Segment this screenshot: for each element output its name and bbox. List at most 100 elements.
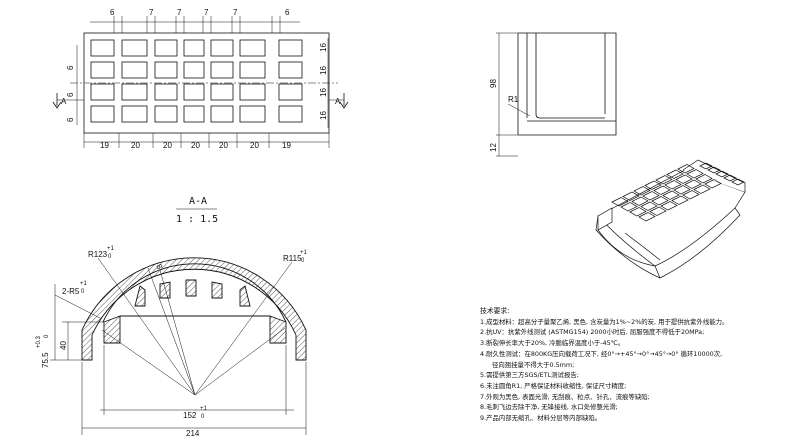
- section-view: [50, 257, 307, 435]
- grid-cell: [278, 39, 303, 57]
- side-base-dim: 12: [489, 143, 498, 152]
- section-mark-left: A: [61, 97, 67, 106]
- row-dim-right-4: 16: [319, 111, 328, 120]
- iso-cell: [653, 185, 671, 195]
- iso-cell: [693, 184, 711, 194]
- height-75-tol-lower: 0: [44, 334, 50, 338]
- section-mark-right: A: [335, 97, 341, 106]
- note-item-10: 9.产品内部无缩孔、材料分层等内部缺陷。: [480, 414, 602, 423]
- iso-cell: [629, 207, 647, 217]
- grid-cell: [183, 61, 205, 79]
- col-dim-3: 7: [177, 8, 182, 17]
- iso-cell: [651, 196, 669, 206]
- note-item-1: 1.成型材料：超高分子量聚乙烯, 黑色, 含炭量为1%~2%的炭, 用于提供抗紫…: [480, 317, 729, 326]
- note-item-7: 6.未注圆角R1, 严格保证材料收缩性, 保证尺寸精度;: [480, 381, 627, 390]
- top-view: [52, 16, 349, 148]
- grid-cell: [239, 61, 266, 79]
- iso-cell: [686, 169, 704, 179]
- corner-tol-upper: +1: [80, 281, 88, 287]
- grid-cell: [121, 83, 148, 101]
- grid-cell: [121, 39, 148, 57]
- grid-cell: [210, 83, 234, 101]
- iso-wall-cell: [699, 162, 713, 170]
- radius-right-tol-lower: 0: [301, 258, 305, 264]
- row-dim-left-3: 6: [66, 117, 75, 122]
- iso-cell: [644, 180, 662, 190]
- row-dim-right-1: 16: [319, 43, 328, 52]
- grid-cell: [154, 105, 178, 123]
- grid-cell: [239, 39, 266, 57]
- isometric-view: [595, 159, 746, 279]
- grid-cell: [210, 105, 234, 123]
- iso-cell: [642, 191, 660, 201]
- section-scale: 1 : 1.5: [176, 214, 218, 225]
- iso-cell: [660, 201, 678, 211]
- height-40-label: 40: [59, 341, 68, 350]
- grid-cell: [278, 61, 303, 79]
- iso-cell: [640, 201, 658, 211]
- row-dim-right-3: 16: [319, 88, 328, 97]
- note-item-2: 2.抗UV：抗紫外线测试 (ASTMG154) 2000小时后, 屈服强度不得低…: [480, 328, 705, 337]
- col-dim-1: 6: [110, 8, 115, 17]
- bottom-dim-1: 19: [100, 141, 109, 150]
- iso-cell: [633, 186, 651, 196]
- width-214-label: 214: [186, 429, 200, 438]
- iso-cell: [664, 180, 682, 190]
- bottom-dim-5: 20: [219, 141, 228, 150]
- notes-title: 技术要求:: [480, 307, 510, 315]
- note-item-5: 径向翘挂量不得大于0.5mm;: [492, 360, 575, 369]
- grid-cell: [239, 83, 266, 101]
- iso-cell: [673, 185, 691, 195]
- width-152-tol-lower: 0: [201, 414, 205, 420]
- iso-wall-cell: [707, 166, 721, 174]
- iso-cell: [620, 202, 638, 212]
- technical-requirements: 技术要求: 1.成型材料：超高分子量聚乙烯, 黑色, 含炭量为1%~2%的炭, …: [480, 306, 780, 424]
- col-dim-4: 7: [204, 8, 209, 17]
- grid-cell: [278, 83, 303, 101]
- grid-cell: [154, 39, 178, 57]
- row-dim-left-2: 6: [66, 92, 75, 97]
- radius-left-tol-upper: +1: [107, 246, 115, 252]
- iso-cell: [655, 175, 673, 185]
- note-item-4: 4.耐久性测试：在800KG压向载荷工况下, 经0°→+45°→0°→45°→0…: [480, 349, 723, 358]
- radius-left-label: R123: [88, 250, 108, 259]
- grid-cell: [90, 39, 115, 57]
- note-item-3: 3.断裂伸长率大于20%, 冷脆临界温度小于-45℃。: [480, 339, 625, 348]
- grid-cell: [183, 105, 205, 123]
- iso-cell: [682, 190, 700, 200]
- grid-cell: [90, 61, 115, 79]
- row-dim-left-1: 6: [66, 65, 75, 70]
- grid-cell: [183, 39, 205, 57]
- grid-cell: [278, 105, 303, 123]
- note-item-8: 7.外观为黑色, 表面光滑, 无刮痕、粒点、针孔、流痕等缺陷;: [480, 392, 650, 401]
- grid-cell: [183, 83, 205, 101]
- iso-cell: [671, 195, 689, 205]
- corner-tol-lower: 0: [81, 289, 85, 295]
- iso-cell: [666, 169, 684, 179]
- iso-cell: [611, 197, 629, 207]
- iso-cell: [638, 212, 656, 222]
- iso-cell: [622, 191, 640, 201]
- iso-cell: [662, 190, 680, 200]
- grid-cell: [90, 83, 115, 101]
- bottom-dim-4: 20: [191, 141, 200, 150]
- grid-cell: [239, 105, 266, 123]
- grid-cell: [121, 105, 148, 123]
- note-item-9: 8.毛刺飞边去除干净, 无锋接线, 水口处修整光滑;: [480, 403, 618, 412]
- iso-wall-cell: [715, 170, 729, 178]
- corner-radius-label: 2-R5: [62, 287, 80, 296]
- side-radius-label: R1: [508, 95, 519, 104]
- side-view: [496, 32, 617, 157]
- width-152-tol-upper: +1: [200, 406, 208, 412]
- grid-cell: [210, 61, 234, 79]
- bottom-dim-2: 20: [131, 141, 140, 150]
- iso-cell: [677, 164, 695, 174]
- grid-cell: [154, 61, 178, 79]
- iso-wall-cell: [731, 178, 745, 186]
- height-75-tol-upper: +0.3: [36, 335, 42, 348]
- grid-cell: [210, 39, 234, 57]
- note-item-6: 5.需提供第三方SGS/ETL测试报告;: [480, 371, 579, 380]
- section-title: A-A: [189, 196, 207, 207]
- side-height-dim: 98: [489, 79, 498, 88]
